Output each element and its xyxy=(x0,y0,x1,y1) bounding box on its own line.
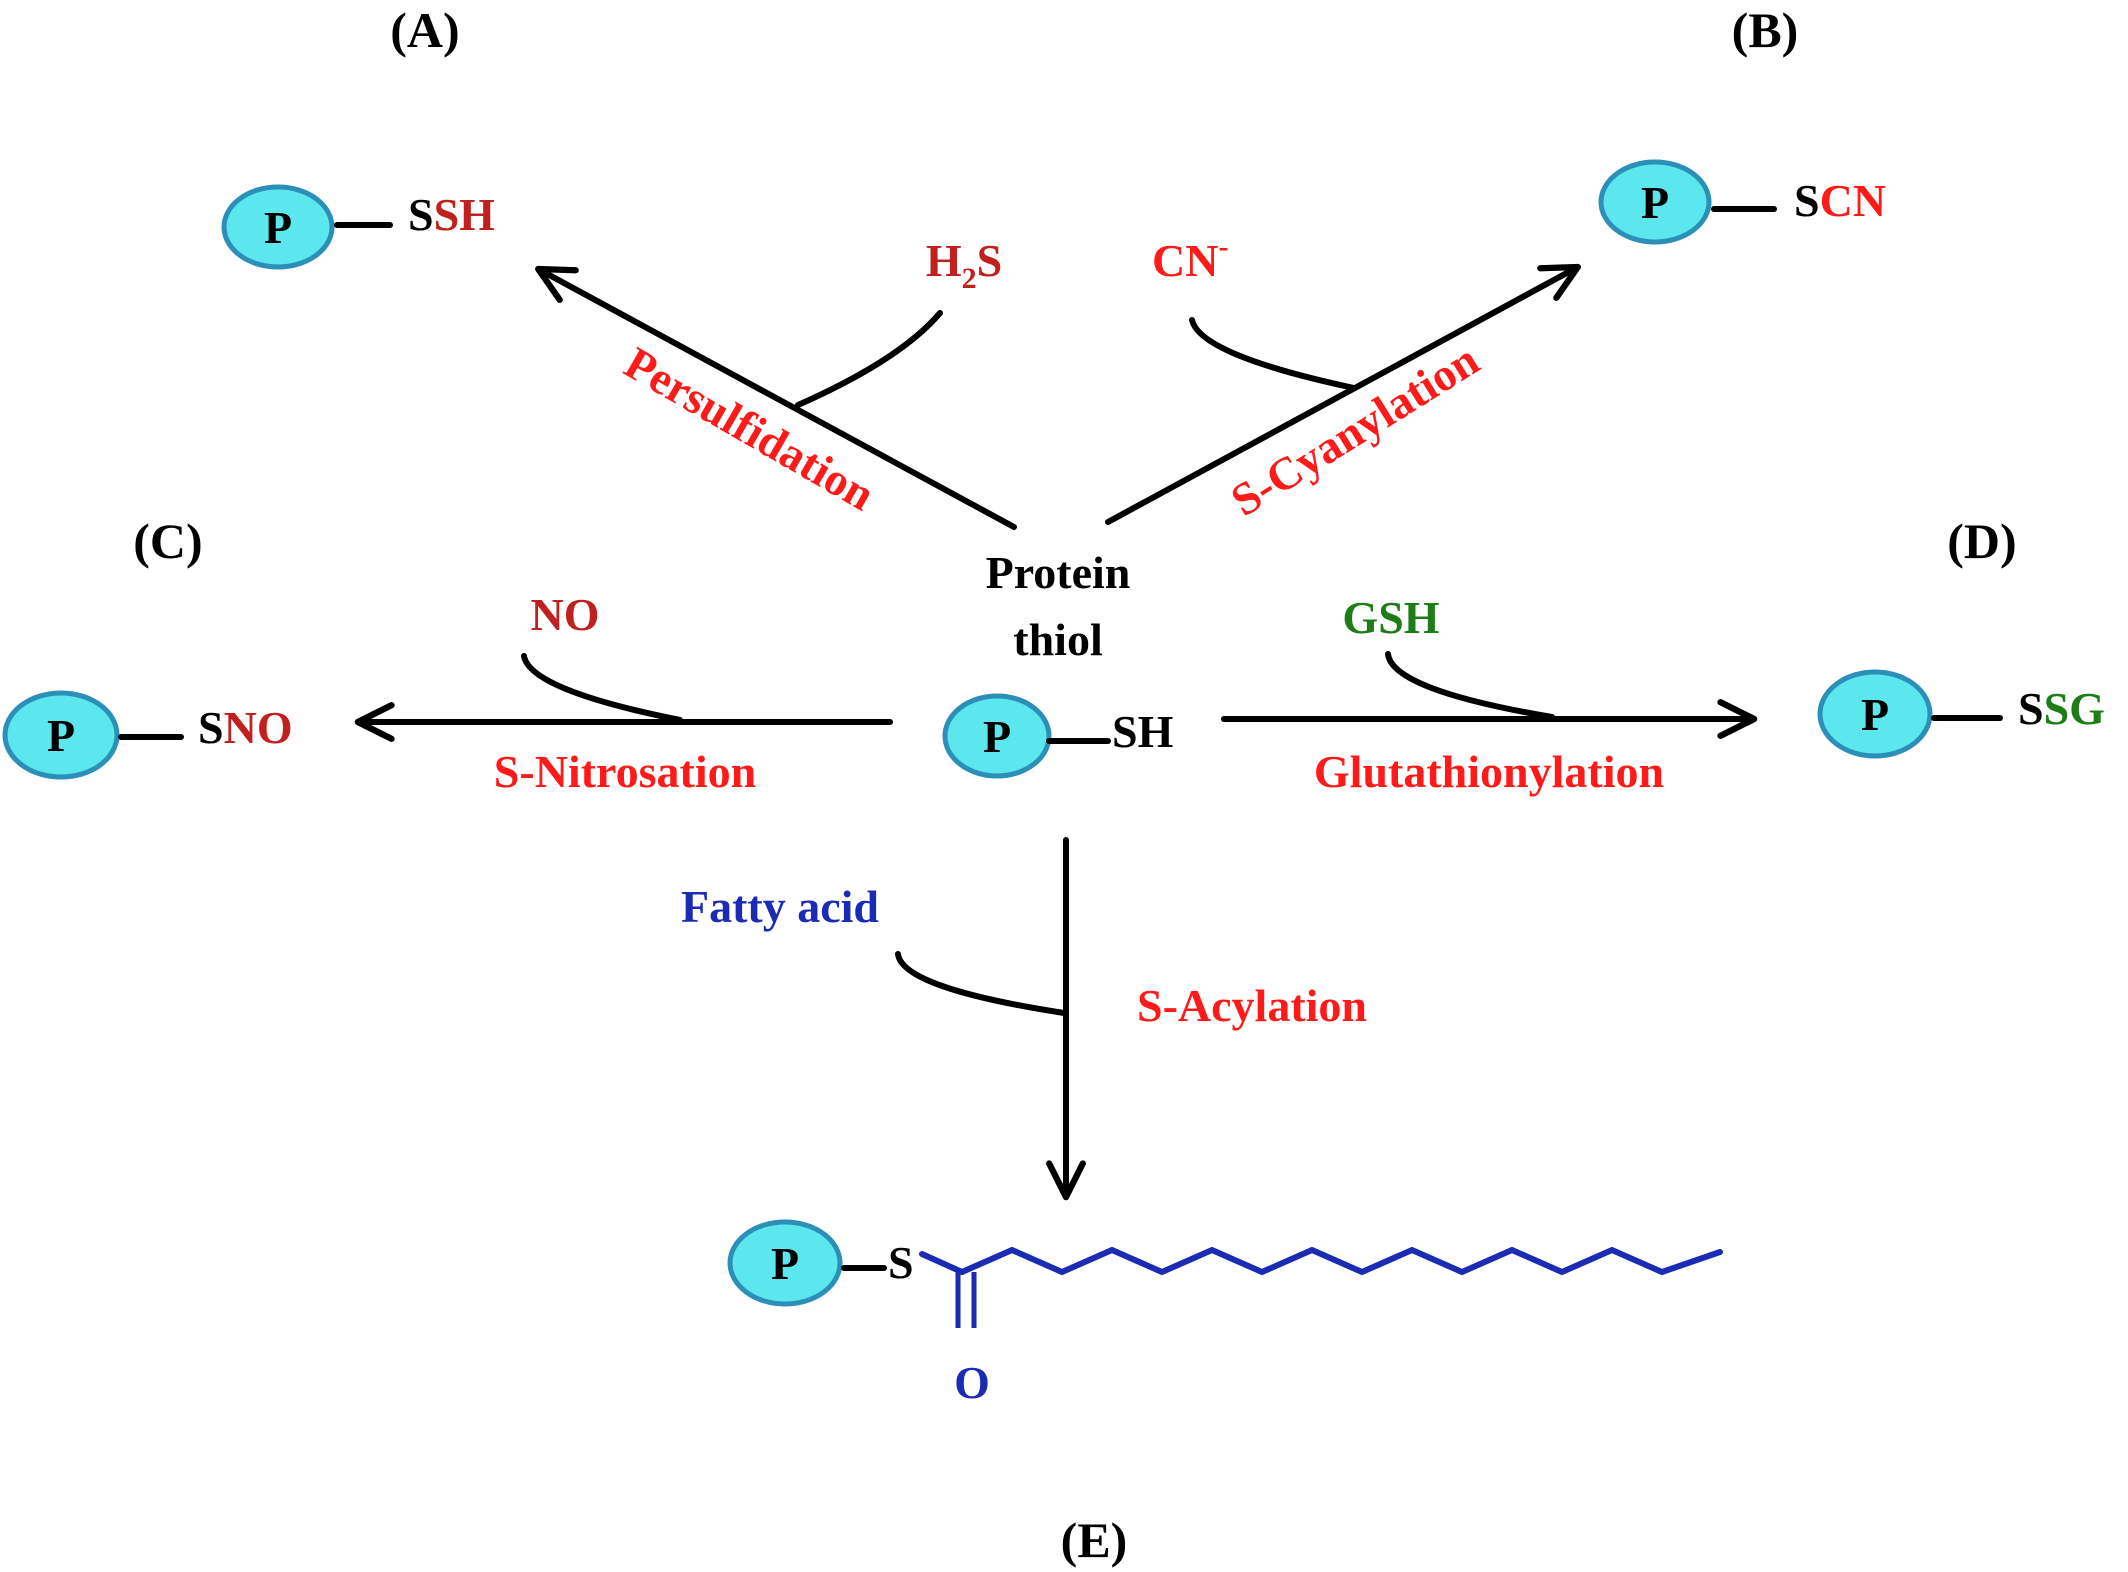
panel-label-b: (B) xyxy=(1732,2,1799,58)
reagent-gsh: GSH xyxy=(1342,592,1439,643)
reaction-s-nitrosation: S-Nitrosation xyxy=(494,746,756,797)
mod-group-a: SH xyxy=(434,189,496,240)
sulfur-d: S xyxy=(2018,683,2044,734)
sulfur-c: S xyxy=(198,702,224,753)
reaction-glutathionylation: Glutathionylation xyxy=(1314,746,1664,797)
mod-group-d: SG xyxy=(2044,683,2105,734)
protein-bead-a xyxy=(221,184,335,270)
protein-bead-c xyxy=(2,690,120,780)
protein-letter-center: P xyxy=(983,711,1011,762)
reagent-h2s-h: H xyxy=(926,235,962,286)
reagent-fatty-acid: Fatty acid xyxy=(681,881,879,932)
panel-label-a: (A) xyxy=(390,2,459,58)
panel-label-e: (E) xyxy=(1061,1512,1128,1568)
thiol-group-label: SH xyxy=(1112,706,1174,757)
protein-letter-c: P xyxy=(47,710,75,761)
protein-thiol-label-line1: Protein xyxy=(986,547,1131,598)
reaction-s-acylation: S-Acylation xyxy=(1137,980,1367,1031)
panel-label-c: (C) xyxy=(133,513,202,569)
protein-thiol: Protein thiol P SH xyxy=(942,547,1174,779)
reagent-cn-base: CN xyxy=(1152,235,1218,286)
reagent-h2s-subscript: 2 xyxy=(962,262,977,295)
sulfur-b: S xyxy=(1794,175,1820,226)
sulfur-a: S xyxy=(408,189,434,240)
arrow-persulfidation xyxy=(535,265,1017,530)
formula-ssh: SSH xyxy=(408,189,495,240)
protein-bead-e xyxy=(727,1219,843,1307)
panel-label-d: (D) xyxy=(1947,513,2016,569)
reagent-curve-fatty-acid xyxy=(895,951,1067,1016)
product-e: P S O xyxy=(727,1219,1723,1408)
protein-letter-d: P xyxy=(1861,689,1889,740)
mod-group-b: CN xyxy=(1820,175,1886,226)
reagent-curve-gsh xyxy=(1385,651,1555,720)
thioester-bond xyxy=(919,1251,965,1275)
reagent-cn: CN- xyxy=(1152,230,1228,286)
protein-bead-d xyxy=(1817,669,1933,759)
formula-ssg: SSG xyxy=(2018,683,2105,734)
protein-letter-e: P xyxy=(771,1238,799,1289)
formula-sno: SNO xyxy=(198,702,293,753)
reaction-persulfidation: Persulfidation xyxy=(616,337,883,520)
sulfur-e: S xyxy=(888,1237,914,1288)
mod-group-c: NO xyxy=(224,702,293,753)
protein-thiol-label-line2: thiol xyxy=(1013,614,1102,665)
formula-scn: SCN xyxy=(1794,175,1886,226)
arrow-s-cyanylation xyxy=(1105,263,1581,525)
reagent-curve-h2s xyxy=(795,310,943,408)
fatty-acyl-chain xyxy=(959,1246,1723,1276)
protein-letter-b: P xyxy=(1641,177,1669,228)
product-c: P SNO xyxy=(2,690,293,780)
reagent-h2s: H2S xyxy=(926,235,1002,295)
reagent-no: NO xyxy=(531,589,600,640)
product-b: P SCN xyxy=(1598,159,1886,245)
protein-letter-a: P xyxy=(264,202,292,253)
protein-bead-center xyxy=(942,693,1052,779)
product-a: P SSH xyxy=(221,184,495,270)
carbonyl-oxygen: O xyxy=(954,1357,990,1408)
reagent-curve-no xyxy=(521,653,683,723)
reagent-cn-charge: - xyxy=(1218,230,1228,263)
protein-bead-b xyxy=(1598,159,1712,245)
reagent-curve-cn xyxy=(1189,317,1357,391)
reagent-h2s-s: S xyxy=(977,235,1003,286)
product-d: P SSG xyxy=(1817,669,2105,759)
